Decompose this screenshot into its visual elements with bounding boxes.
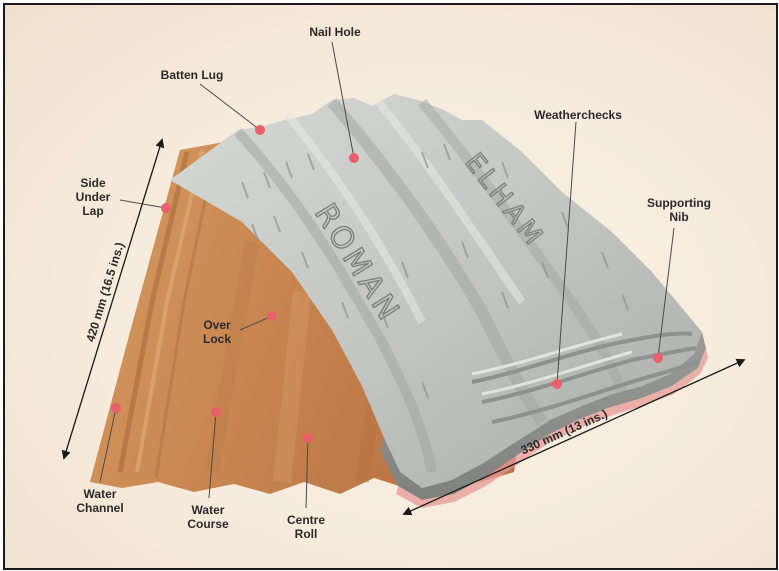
marker-centre-roll xyxy=(303,433,313,443)
label-side-under-lap: Side Under Lap xyxy=(65,176,121,218)
label-centre-roll-line1: Centre xyxy=(271,513,341,527)
label-weatherchecks: Weatherchecks xyxy=(523,108,633,122)
marker-over-lock xyxy=(267,311,277,321)
label-supporting-nib-line1: Supporting xyxy=(631,196,727,210)
label-centre-roll: Centre Roll xyxy=(271,513,341,541)
label-batten-lug: Batten Lug xyxy=(147,68,237,82)
label-side-under-lap-line1: Side xyxy=(65,176,121,190)
label-over-lock-line2: Lock xyxy=(189,332,245,346)
label-centre-roll-line2: Roll xyxy=(271,527,341,541)
label-weatherchecks-text: Weatherchecks xyxy=(523,108,633,122)
label-water-channel-line1: Water xyxy=(63,487,137,501)
label-supporting-nib: Supporting Nib xyxy=(631,196,727,224)
marker-water-course xyxy=(211,407,221,417)
marker-nail-hole xyxy=(349,153,359,163)
marker-side-under-lap xyxy=(161,203,171,213)
marker-batten-lug xyxy=(255,125,265,135)
label-over-lock: Over Lock xyxy=(189,318,245,346)
label-water-course-line1: Water xyxy=(173,503,243,517)
label-water-course: Water Course xyxy=(173,503,243,531)
label-batten-lug-text: Batten Lug xyxy=(147,68,237,82)
leader-batten-lug xyxy=(200,84,260,130)
marker-weatherchecks xyxy=(552,379,562,389)
marker-supporting-nib xyxy=(653,353,663,363)
marker-water-channel xyxy=(111,403,121,413)
label-water-course-line2: Course xyxy=(173,517,243,531)
label-supporting-nib-line2: Nib xyxy=(631,210,727,224)
roof-tile-illustration: ROMAN ELHAM xyxy=(5,5,776,568)
label-nail-hole-text: Nail Hole xyxy=(287,25,383,39)
label-water-channel: Water Channel xyxy=(63,487,137,515)
label-nail-hole: Nail Hole xyxy=(287,25,383,39)
label-over-lock-line1: Over xyxy=(189,318,245,332)
diagram-frame: ROMAN ELHAM xyxy=(3,3,778,570)
label-water-channel-line2: Channel xyxy=(63,501,137,515)
label-side-under-lap-line3: Lap xyxy=(65,204,121,218)
label-side-under-lap-line2: Under xyxy=(65,190,121,204)
